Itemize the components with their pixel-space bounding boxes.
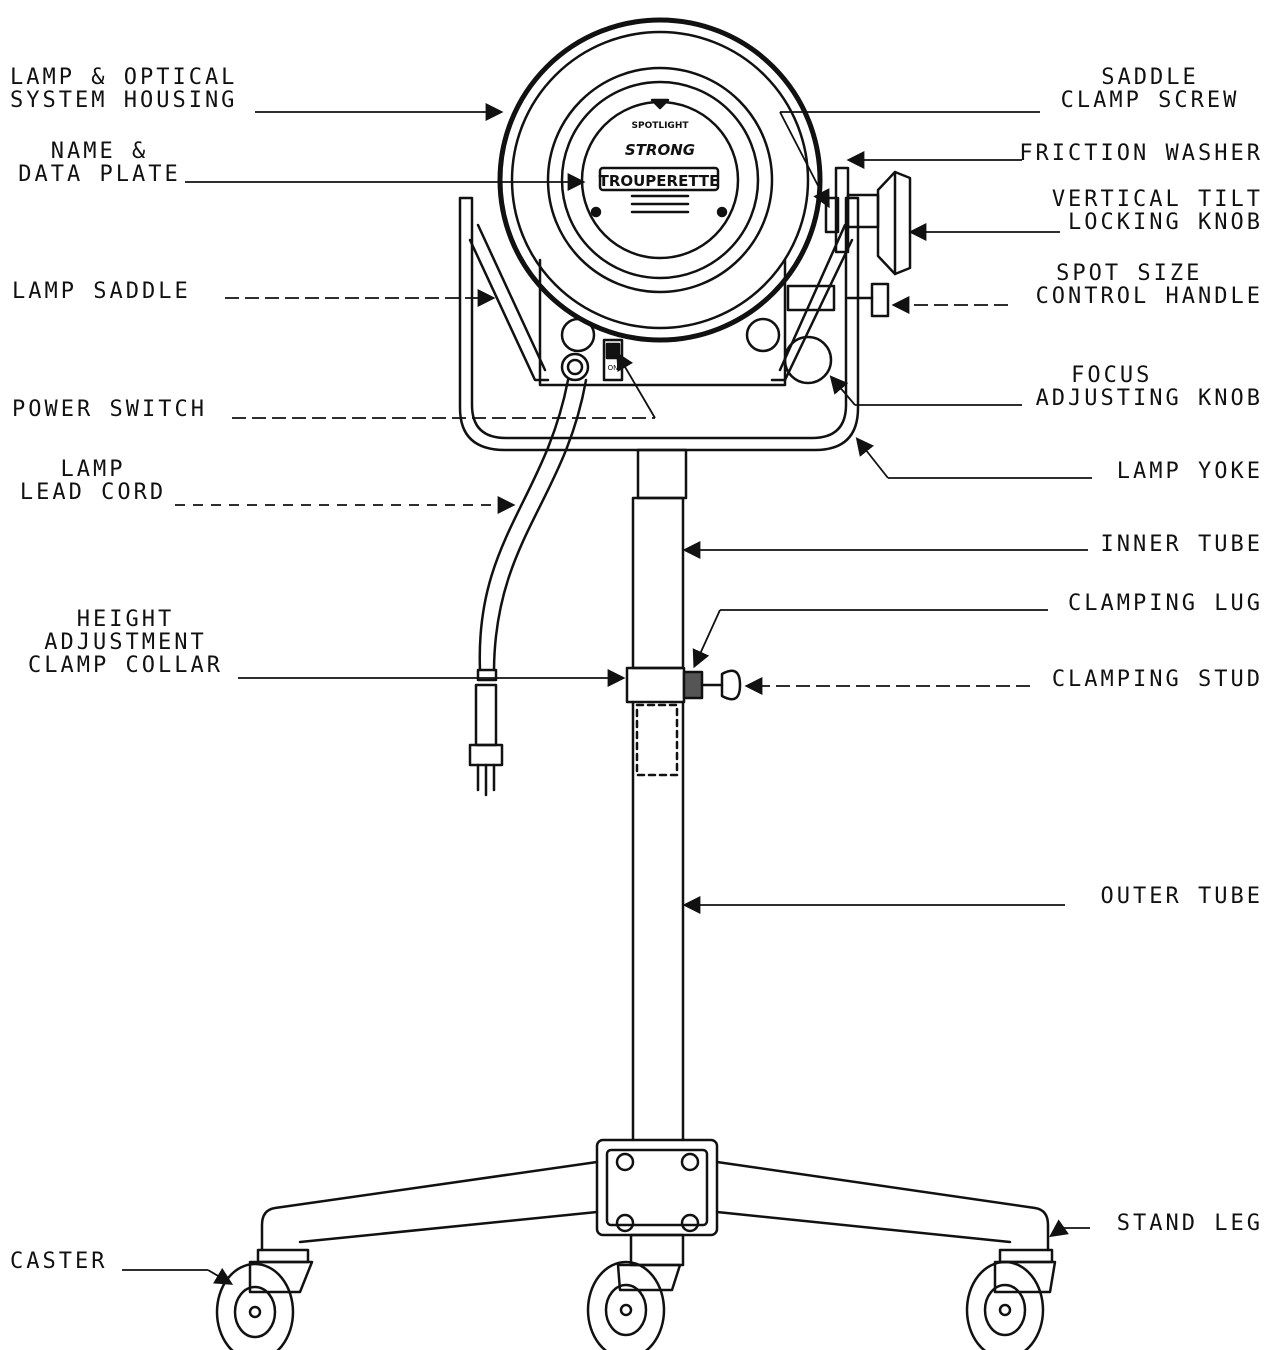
switch-text: ON bbox=[608, 364, 619, 372]
spot-handle bbox=[786, 284, 836, 312]
label-tilt-knob: VERTICAL TILT LOCKING KNOB bbox=[1051, 187, 1263, 235]
label-spot-handle: SPOT SIZE CONTROL HANDLE bbox=[1035, 261, 1263, 309]
label-power-switch: POWER SWITCH bbox=[12, 397, 207, 422]
label-outer-tube: OUTER TUBE bbox=[1100, 884, 1263, 909]
label-saddle-screw: SADDLE CLAMP SCREW bbox=[1060, 65, 1240, 113]
label-lamp-yoke: LAMP YOKE bbox=[1116, 459, 1263, 484]
label-lamp-cord: LAMP LEAD CORD bbox=[19, 457, 167, 505]
lamp-body bbox=[538, 258, 787, 387]
lamp-yoke bbox=[458, 196, 860, 452]
lamp-cord bbox=[478, 378, 588, 672]
label-clamping-stud: CLAMPING STUD bbox=[1051, 667, 1263, 692]
inner-tube bbox=[636, 448, 688, 500]
label-clamping-lug: CLAMPING LUG bbox=[1068, 591, 1263, 616]
clamping-stud bbox=[720, 669, 742, 701]
label-friction-washer: FRICTION WASHER bbox=[1019, 141, 1263, 166]
clamp-collar bbox=[625, 666, 686, 704]
label-inner-tube: INNER TUBE bbox=[1100, 532, 1263, 557]
plate-brand-text: STRONG bbox=[625, 141, 695, 159]
focus-knob bbox=[783, 335, 833, 385]
clamping-lug bbox=[682, 670, 704, 700]
stand-leg-right bbox=[715, 1160, 1050, 1252]
label-name-plate: NAME & DATA PLATE bbox=[18, 139, 181, 187]
label-lamp-housing: LAMP & OPTICAL SYSTEM HOUSING bbox=[10, 65, 238, 113]
plate-top-text: SPOTLIGHT bbox=[631, 121, 689, 131]
label-caster: CASTER bbox=[10, 1249, 108, 1274]
label-focus-knob: FOCUS ADJUSTING KNOB bbox=[1035, 363, 1263, 411]
label-height-collar: HEIGHT ADJUSTMENT CLAMP COLLAR bbox=[28, 607, 223, 678]
plate-model-text: TROUPERETTE bbox=[599, 172, 720, 190]
label-lamp-saddle: LAMP SADDLE bbox=[12, 279, 191, 304]
label-stand-leg: STAND LEG bbox=[1116, 1211, 1263, 1236]
stand-leg-left bbox=[260, 1160, 599, 1252]
stand-hub bbox=[595, 1138, 719, 1237]
housing-outer bbox=[497, 17, 823, 343]
